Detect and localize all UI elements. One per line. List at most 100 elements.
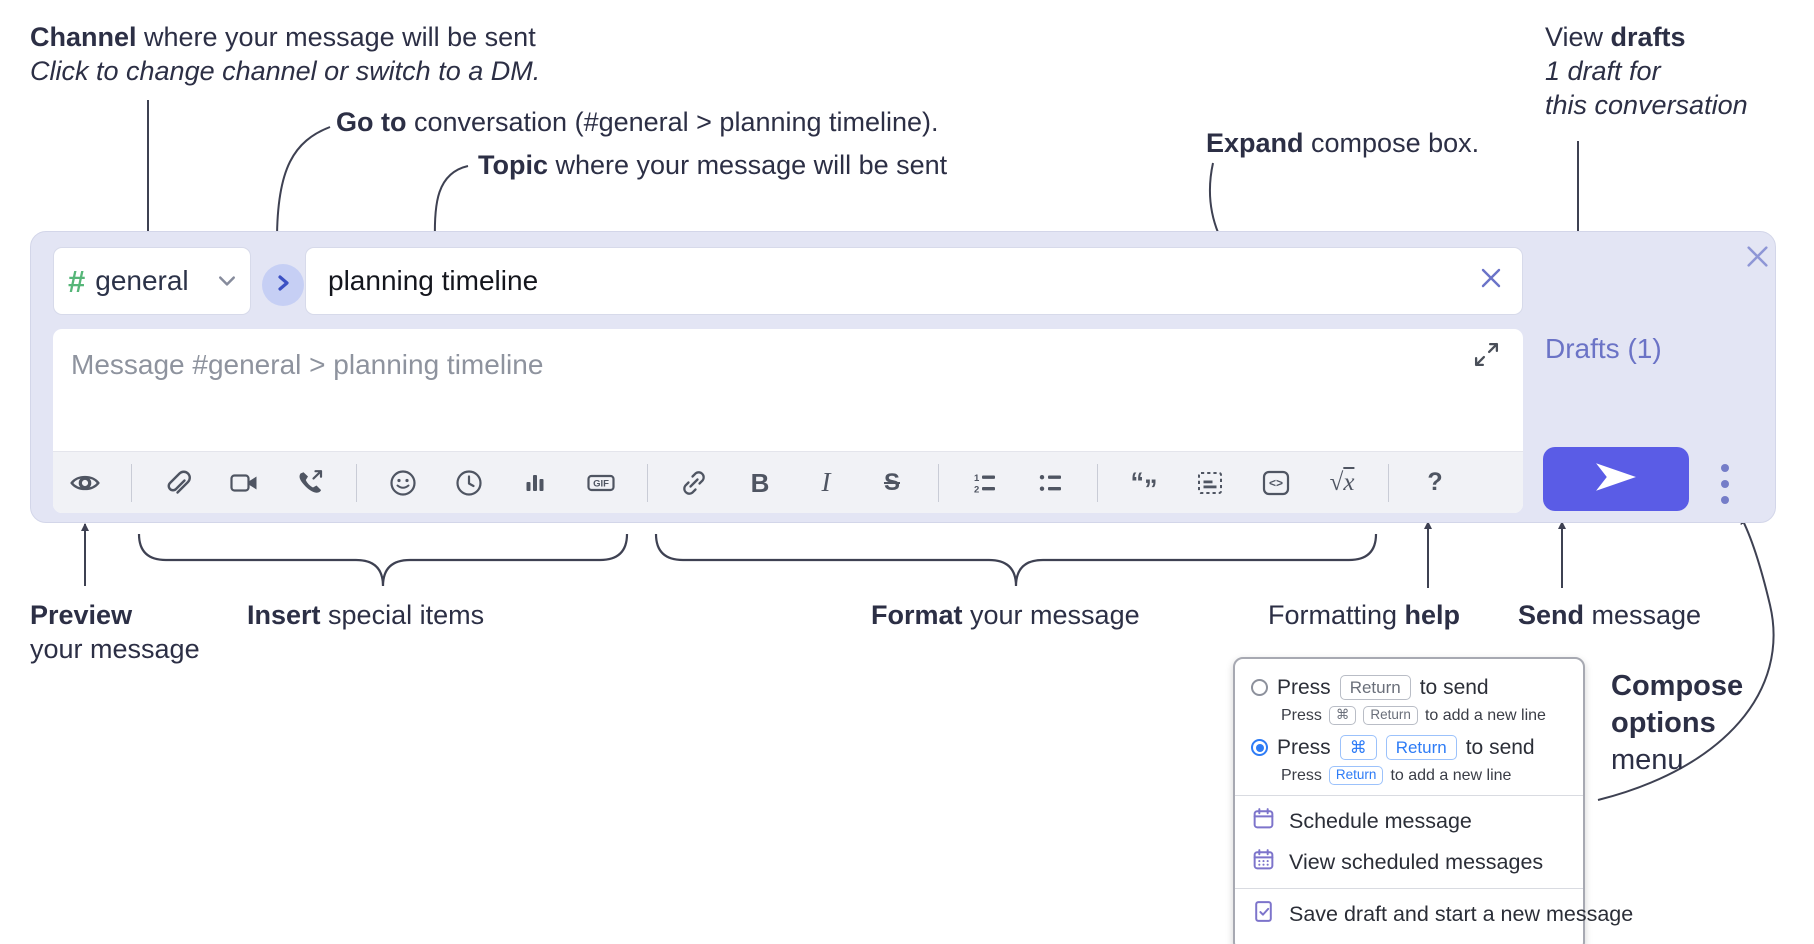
option-text: to send: [1419, 675, 1489, 699]
cmd-keycap: ⌘: [1339, 735, 1377, 761]
return-keycap: Return: [1339, 675, 1411, 701]
annotation-compose-options-line3: menu: [1611, 744, 1684, 776]
annotation-formatting-help: Formatting help: [1268, 600, 1461, 630]
option-text: Press: [1277, 735, 1331, 759]
svg-text:<>: <>: [1269, 476, 1283, 490]
radio-unselected-icon[interactable]: [1251, 679, 1268, 697]
annotation-preview-line1: Preview: [30, 600, 133, 630]
annotation-send: Send message: [1518, 600, 1702, 630]
spoiler-icon[interactable]: [1190, 463, 1230, 503]
return-keycap: Return: [1328, 766, 1384, 786]
annotation-channel-line2: Click to change channel or switch to a D…: [30, 56, 541, 86]
bulleted-list-icon[interactable]: [1031, 463, 1071, 503]
close-icon: [1744, 243, 1771, 275]
annotation-view-drafts-line2: 1 draft for: [1545, 56, 1661, 86]
send-icon: [1593, 460, 1639, 499]
send-option-return[interactable]: Press Return to send: [1251, 675, 1567, 701]
toolbar-divider: [131, 463, 132, 502]
menu-item-label: Save draft and start a new message: [1289, 902, 1634, 927]
annotation-insert: Insert special items: [247, 600, 485, 630]
option-subtext: Press: [1281, 766, 1322, 784]
formatting-help-icon[interactable]: ?: [1427, 468, 1443, 496]
scheduled-list-calendar-icon: [1251, 847, 1276, 878]
ellipsis-dot: [1721, 464, 1729, 472]
radio-selected-icon[interactable]: [1251, 739, 1268, 757]
topic-arrow: [430, 165, 469, 241]
toolbar-divider: [938, 463, 939, 502]
svg-text:2: 2: [974, 484, 979, 495]
chevron-down-icon: [218, 275, 236, 287]
topic-input[interactable]: planning timeline: [305, 247, 1523, 315]
annotation-view-drafts-line1: View drafts: [1545, 22, 1686, 52]
send-option-cmd-return[interactable]: Press ⌘ Return to send: [1251, 735, 1567, 761]
italic-icon[interactable]: I: [821, 467, 831, 497]
channel-name: general: [95, 265, 189, 296]
option-subtext: to add a new line: [1390, 766, 1512, 784]
expand-compose-icon[interactable]: [1473, 341, 1501, 369]
menu-item-label: Schedule message: [1289, 809, 1472, 834]
send-option-cmd-return-sub: Press Return to add a new line: [1281, 766, 1567, 786]
poll-icon[interactable]: [515, 463, 555, 503]
annotation-channel-line1: Channel where your message will be sent: [30, 22, 536, 52]
goto-arrow: [273, 126, 331, 241]
annotation-preview: Preview your message: [30, 598, 200, 666]
message-input[interactable]: Message #general > planning timeline GIF…: [53, 329, 1523, 513]
annotation-view-drafts-line3: this conversation: [1545, 90, 1748, 120]
annotation-compose-options-line1: Compose: [1611, 670, 1744, 702]
save-draft-icon: [1251, 899, 1276, 930]
return-keycap: Return: [1363, 706, 1418, 726]
close-compose-button[interactable]: [1743, 245, 1771, 273]
schedule-calendar-icon: [1251, 806, 1276, 837]
topic-value: planning timeline: [328, 265, 539, 296]
bold-icon[interactable]: B: [750, 467, 770, 498]
audio-call-icon[interactable]: [290, 463, 330, 503]
clear-topic-icon[interactable]: [1478, 265, 1504, 298]
menu-divider: [1235, 795, 1583, 797]
option-text: Press: [1277, 675, 1331, 699]
toolbar-divider: [1388, 463, 1389, 502]
preview-eye-icon[interactable]: [65, 463, 105, 503]
send-button[interactable]: [1543, 447, 1689, 511]
ellipsis-dot: [1721, 496, 1729, 504]
go-to-conversation-button[interactable]: [262, 264, 304, 306]
annotation-expand: Expand compose box.: [1206, 128, 1480, 158]
option-text: to send: [1465, 735, 1535, 759]
paperclip-icon[interactable]: [158, 463, 198, 503]
annotation-view-drafts: View drafts 1 draft for this conversatio…: [1545, 20, 1748, 122]
menu-item-view-scheduled-messages[interactable]: View scheduled messages: [1251, 847, 1567, 878]
gif-icon[interactable]: GIF: [581, 463, 621, 503]
channel-hash-icon: #: [68, 263, 86, 299]
emoji-icon[interactable]: [383, 463, 423, 503]
svg-text:1: 1: [974, 473, 980, 484]
format-brace: [654, 533, 1378, 587]
annotation-channel: Channel where your message will be sent …: [30, 20, 540, 88]
message-placeholder: Message #general > planning timeline: [71, 349, 544, 380]
return-keycap: Return: [1385, 735, 1457, 761]
cmd-keycap: ⌘: [1328, 706, 1357, 726]
annotation-format: Format your message: [871, 600, 1140, 630]
menu-item-save-draft-and-start-a-new-mes[interactable]: Save draft and start a new message: [1251, 899, 1633, 930]
link-icon[interactable]: [674, 463, 714, 503]
video-call-icon[interactable]: [224, 463, 264, 503]
compose-options-button[interactable]: [1707, 454, 1743, 514]
insert-brace: [137, 533, 629, 587]
quote-icon[interactable]: “”: [1130, 467, 1158, 504]
annotation-compose-options: Compose options menu: [1611, 668, 1743, 779]
math-icon[interactable]: √x: [1329, 468, 1355, 496]
menu-divider: [1235, 888, 1583, 890]
svg-text:GIF: GIF: [593, 478, 609, 489]
annotation-preview-line2: your message: [30, 634, 200, 664]
channel-selector[interactable]: # general: [53, 247, 251, 315]
strikethrough-icon[interactable]: S: [883, 468, 900, 496]
toolbar-divider: [356, 463, 357, 502]
menu-item-schedule-message[interactable]: Schedule message: [1251, 806, 1567, 837]
send-option-return-sub: Press ⌘ Return to add a new line: [1281, 706, 1567, 726]
ellipsis-dot: [1721, 480, 1729, 488]
drafts-link[interactable]: Drafts (1): [1545, 333, 1662, 364]
code-icon[interactable]: <>: [1256, 463, 1296, 503]
menu-item-label: View scheduled messages: [1289, 850, 1544, 875]
time-icon[interactable]: [449, 463, 489, 503]
